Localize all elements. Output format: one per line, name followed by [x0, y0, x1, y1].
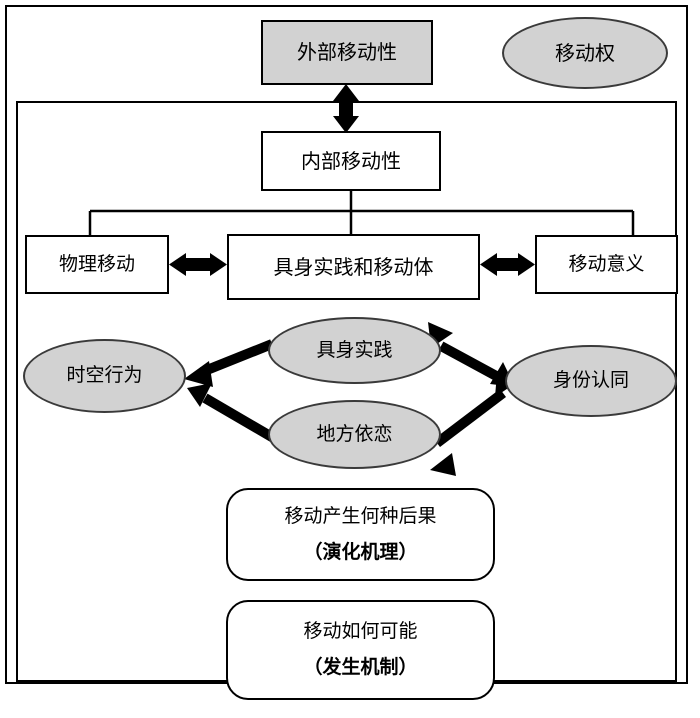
callout-possibility[interactable]: 移动如何可能 （发生机制）	[226, 600, 495, 700]
node-movement-meaning[interactable]: 移动意义	[535, 235, 678, 294]
node-embodied-practice[interactable]: 具身实践	[268, 317, 441, 384]
node-physical-movement[interactable]: 物理移动	[25, 235, 169, 294]
callout-possibility-line1: 移动如何可能	[303, 620, 418, 643]
callout-consequence-line1: 移动产生何种后果	[284, 504, 437, 527]
node-identity[interactable]: 身份认同	[505, 345, 677, 417]
callout-possibility-line2: （发生机制）	[303, 656, 418, 678]
node-embodied-practice-and-body[interactable]: 具身实践和移动体	[227, 234, 480, 300]
callout-consequence-line2: （演化机理）	[303, 540, 418, 563]
node-internal-mobility[interactable]: 内部移动性	[261, 131, 441, 191]
node-mobility-right[interactable]: 移动权	[502, 17, 668, 89]
node-external-mobility[interactable]: 外部移动性	[261, 20, 433, 85]
node-place-attachment[interactable]: 地方依恋	[268, 400, 441, 469]
callout-consequence[interactable]: 移动产生何种后果 （演化机理）	[226, 488, 495, 581]
node-spacetime-behavior[interactable]: 时空行为	[23, 339, 186, 413]
